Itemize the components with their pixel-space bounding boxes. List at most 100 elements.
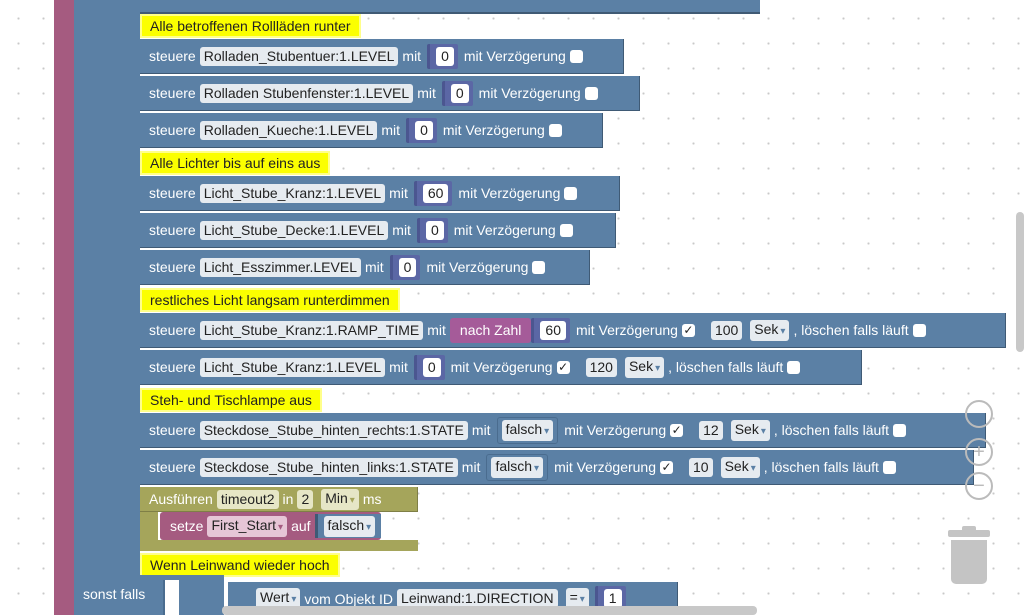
object-id-field[interactable]: Steckdose_Stube_hinten_links:1.STATE — [199, 457, 458, 477]
number-block[interactable]: 60 — [413, 180, 453, 206]
number-block[interactable]: 0 — [441, 80, 473, 106]
boolean-dropdown[interactable]: falsch▾ — [501, 419, 554, 441]
delay-checkbox[interactable] — [569, 49, 583, 63]
delay-checkbox[interactable]: ✓ — [660, 459, 674, 474]
comment-lichter[interactable]: Alle Lichter bis auf eins aus — [140, 151, 331, 175]
nach-zahl-label: nach Zahl — [459, 322, 522, 338]
boolean-dropdown[interactable]: falsch▾ — [491, 456, 544, 478]
zoom-in-icon[interactable]: + — [965, 438, 993, 466]
object-id-field[interactable]: Licht_Stube_Kranz:1.LEVEL — [199, 357, 386, 377]
delay-checkbox[interactable]: ✓ — [670, 422, 684, 437]
unit-dropdown[interactable]: Sek▾ — [730, 419, 770, 441]
number-value[interactable]: 0 — [436, 46, 454, 66]
mit-label: mit — [417, 85, 436, 101]
unit-dropdown[interactable]: Sek▾ — [720, 456, 760, 478]
delay-value-field[interactable]: 120 — [585, 357, 617, 377]
clear-checkbox[interactable] — [912, 323, 926, 337]
comment-leinwand[interactable]: Wenn Leinwand wieder hoch — [140, 553, 340, 577]
object-id-field[interactable]: Leinwand:1.DIRECTION — [397, 589, 558, 608]
control-block[interactable]: steuere Licht_Stube_Kranz:1.LEVEL mit 0 … — [140, 350, 862, 385]
trash-icon[interactable] — [951, 540, 987, 584]
delay-checkbox[interactable] — [548, 123, 562, 137]
unit-dropdown[interactable]: Sek▾ — [624, 356, 665, 378]
boolean-dropdown[interactable]: falsch▾ — [323, 515, 376, 537]
delay-checkbox[interactable]: ✓ — [556, 359, 570, 374]
comment-rolllaeden[interactable]: Alle betroffenen Rollläden runter — [140, 14, 361, 38]
object-id-field[interactable]: Licht_Stube_Kranz:1.RAMP_TIME — [199, 320, 424, 340]
number-value[interactable]: 0 — [450, 83, 469, 103]
variable-dropdown[interactable]: First_Start▾ — [207, 515, 288, 537]
clear-checkbox[interactable] — [787, 360, 801, 374]
ms-label: ms — [362, 491, 382, 507]
trash-icon-lid[interactable] — [948, 530, 990, 537]
timeout-name-field[interactable]: timeout2 — [216, 489, 279, 509]
number-value[interactable]: 0 — [425, 220, 444, 240]
number-block[interactable]: 60 — [531, 317, 570, 343]
comment-dimmen[interactable]: restliches Licht langsam runterdimmen — [140, 288, 400, 312]
number-value[interactable]: 60 — [540, 320, 566, 340]
control-block[interactable]: steuere Licht_Stube_Kranz:1.LEVEL mit 60… — [140, 176, 620, 211]
timeout-amount-field[interactable]: 2 — [297, 489, 314, 509]
object-id-field[interactable]: Licht_Stube_Decke:1.LEVEL — [199, 220, 389, 240]
number-block[interactable]: 0 — [413, 354, 445, 380]
timeout-unit-dropdown[interactable]: Min▾ — [321, 488, 359, 510]
object-id-field[interactable]: Steckdose_Stube_hinten_rechts:1.STATE — [199, 420, 468, 440]
chevron-down-icon: ▾ — [366, 521, 372, 533]
control-block[interactable]: steuere Licht_Stube_Decke:1.LEVEL mit 0 … — [140, 213, 616, 248]
recenter-icon[interactable] — [965, 400, 993, 428]
mit-label: mit — [365, 259, 384, 275]
control-block[interactable]: steuere Rolladen_Stubentuer:1.LEVEL mit … — [140, 39, 624, 74]
timeout-unit-label: Min — [325, 489, 348, 506]
boolean-block[interactable]: falsch▾ — [496, 416, 559, 444]
boolean-block[interactable]: falsch▾ — [314, 514, 382, 538]
number-value[interactable]: 0 — [422, 357, 441, 377]
number-value[interactable]: 0 — [398, 257, 417, 277]
control-block[interactable]: steuere Rolladen_Kueche:1.LEVEL mit 0 mi… — [140, 113, 603, 148]
delay-checkbox[interactable]: ✓ — [681, 322, 695, 337]
delay-checkbox[interactable] — [532, 260, 546, 274]
number-block[interactable]: 0 — [416, 217, 448, 243]
horizontal-scrollbar[interactable] — [222, 606, 757, 615]
object-id-field[interactable]: Licht_Stube_Kranz:1.LEVEL — [199, 183, 386, 203]
control-block[interactable]: steuere Steckdose_Stube_hinten_rechts:1.… — [140, 413, 986, 448]
object-id-field[interactable]: Licht_Esszimmer.LEVEL — [199, 257, 361, 277]
clear-checkbox[interactable] — [893, 423, 907, 437]
object-id-field[interactable]: Rolladen Stubenfenster:1.LEVEL — [199, 83, 414, 103]
zoom-out-icon[interactable]: − — [965, 472, 993, 500]
timeout-block-side — [140, 512, 158, 544]
control-block[interactable]: steuere Licht_Stube_Kranz:1.RAMP_TIME mi… — [140, 313, 1006, 348]
number-block[interactable]: 0 — [389, 254, 421, 280]
delay-checkbox[interactable] — [564, 186, 578, 200]
delay-checkbox[interactable] — [584, 86, 598, 100]
delay-value-field[interactable]: 100 — [710, 320, 743, 340]
delay-checkbox[interactable] — [559, 223, 573, 237]
clear-checkbox[interactable] — [882, 460, 896, 474]
control-block[interactable]: steuere Licht_Esszimmer.LEVEL mit 0 mit … — [140, 250, 590, 285]
operator-dropdown[interactable]: =▾ — [565, 588, 589, 609]
number-value[interactable]: 0 — [415, 120, 433, 140]
timeout-block[interactable]: Ausführen timeout2 in 2 Min▾ ms — [140, 487, 418, 512]
number-block[interactable]: 0 — [427, 43, 458, 69]
number-value[interactable]: 1 — [603, 589, 622, 608]
comment-lampen[interactable]: Steh- und Tischlampe aus — [140, 388, 322, 412]
delay-value-field[interactable]: 12 — [699, 420, 723, 440]
number-value[interactable]: 60 — [422, 183, 449, 203]
delay-value-field[interactable]: 10 — [689, 457, 713, 477]
steuere-label: steuere — [149, 359, 196, 375]
number-block[interactable]: 0 — [406, 117, 437, 143]
object-id-field[interactable]: Rolladen_Stubentuer:1.LEVEL — [199, 46, 399, 66]
nach-zahl-block[interactable]: nach Zahl — [449, 317, 532, 343]
object-id-field[interactable]: Rolladen_Kueche:1.LEVEL — [199, 120, 378, 140]
setze-block[interactable]: setze First_Start▾ auf falsch▾ — [160, 512, 382, 540]
comment-text: Wenn Leinwand wieder hoch — [150, 557, 330, 573]
chevron-down-icon: ▾ — [760, 425, 766, 437]
unit-label: Sek — [628, 357, 654, 374]
wert-dropdown[interactable]: Wert▾ — [256, 588, 301, 609]
control-block[interactable]: steuere Rolladen Stubenfenster:1.LEVEL m… — [140, 76, 640, 111]
unit-label: Sek — [724, 457, 749, 474]
control-block[interactable]: steuere Steckdose_Stube_hinten_links:1.S… — [140, 450, 974, 485]
unit-dropdown[interactable]: Sek▾ — [750, 319, 790, 341]
comment-text: Alle betroffenen Rollläden runter — [150, 18, 351, 34]
boolean-block[interactable]: falsch▾ — [486, 453, 549, 481]
vertical-scrollbar[interactable] — [1016, 212, 1024, 352]
